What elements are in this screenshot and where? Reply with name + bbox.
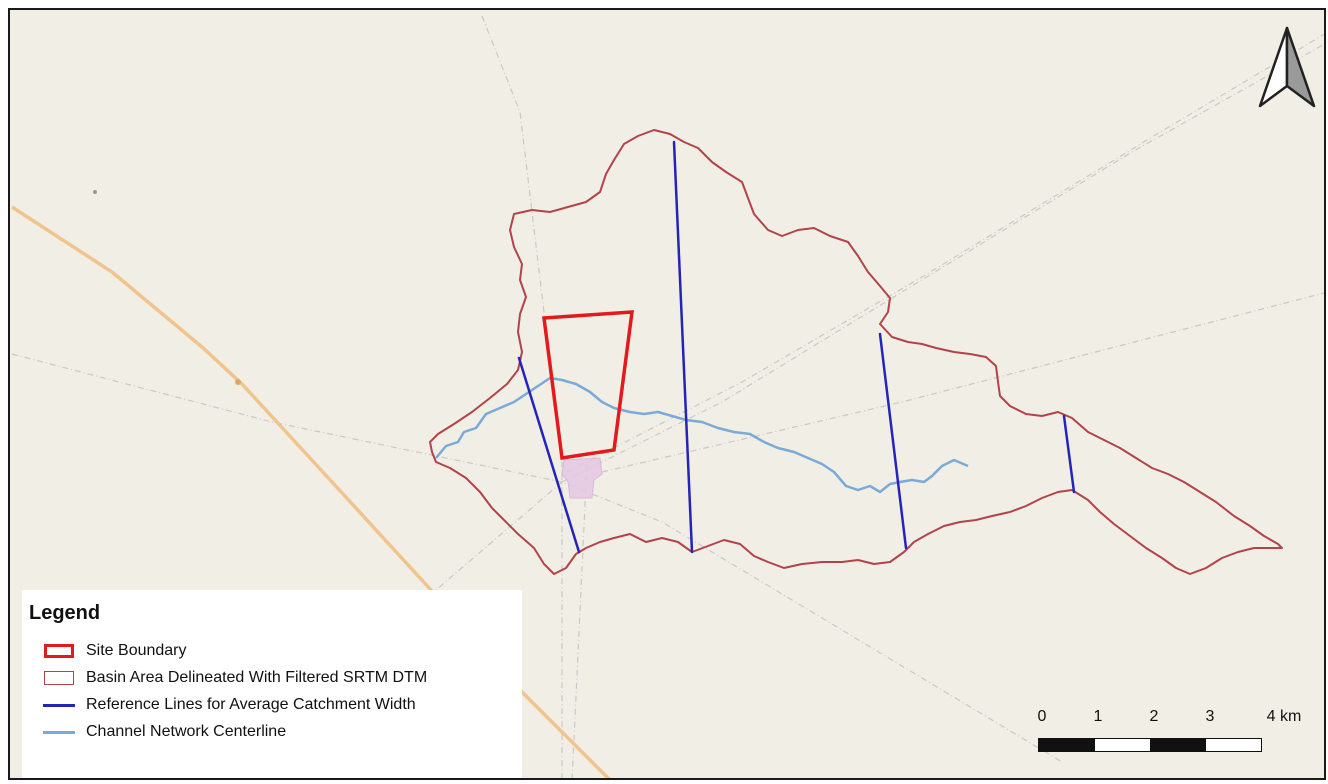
background-tracks [11,15,1324,778]
track-marker [93,190,97,194]
legend-title: Legend [29,602,101,624]
reference-line-1 [517,356,581,554]
scale-bar: 0 1 2 3 4 km [1022,708,1302,758]
track-north-south [481,15,563,778]
scale-label-3: 3 [1205,708,1215,725]
channel-centerline [435,376,969,494]
road-marker [235,379,241,385]
legend-item-label: Site Boundary [86,642,187,659]
scale-label-0: 0 [1037,708,1047,725]
reference-line-2 [672,140,694,554]
basin-outline [429,129,1283,575]
reference-line-3 [878,332,908,550]
legend-item-label: Basin Area Delineated With Filtered SRTM… [86,669,428,686]
track-east-long [601,292,1324,473]
site-boundary-symbol-icon [42,640,76,662]
scale-label-2: 2 [1149,708,1159,725]
legend-item-site-boundary: Site Boundary [42,640,187,662]
scale-segment [1205,739,1261,751]
track-diagonal-ne-2 [566,33,1324,473]
map-frame: Legend Site Boundary Basin Area Delineat… [8,8,1326,780]
track-south-2 [571,461,588,778]
basin-area-symbol-icon [42,667,76,689]
scale-label-1: 1 [1093,708,1103,725]
legend-item-reference-lines: Reference Lines for Average Catchment Wi… [42,694,416,716]
scale-segment [1150,739,1206,751]
site-boundary [542,310,635,461]
legend: Legend Site Boundary Basin Area Delineat… [22,590,522,778]
reference-line-4 [1062,414,1076,494]
north-arrow-icon [1258,26,1316,108]
scale-segment [1039,739,1095,751]
settlement-area [561,457,603,499]
legend-item-label: Reference Lines for Average Catchment Wi… [86,696,416,713]
channel-line-symbol-icon [42,721,76,743]
reference-line-symbol-icon [42,694,76,716]
scale-segment [1094,739,1150,751]
reference-lines [517,140,1076,554]
legend-item-label: Channel Network Centerline [86,723,287,740]
track-southwest [421,481,563,603]
track-diagonal-ne [561,43,1324,483]
scale-bar-segments [1038,738,1262,752]
scale-label-4: 4 km [1266,708,1302,725]
legend-item-basin-area: Basin Area Delineated With Filtered SRTM… [42,667,427,689]
legend-item-channel-network: Channel Network Centerline [42,721,286,743]
